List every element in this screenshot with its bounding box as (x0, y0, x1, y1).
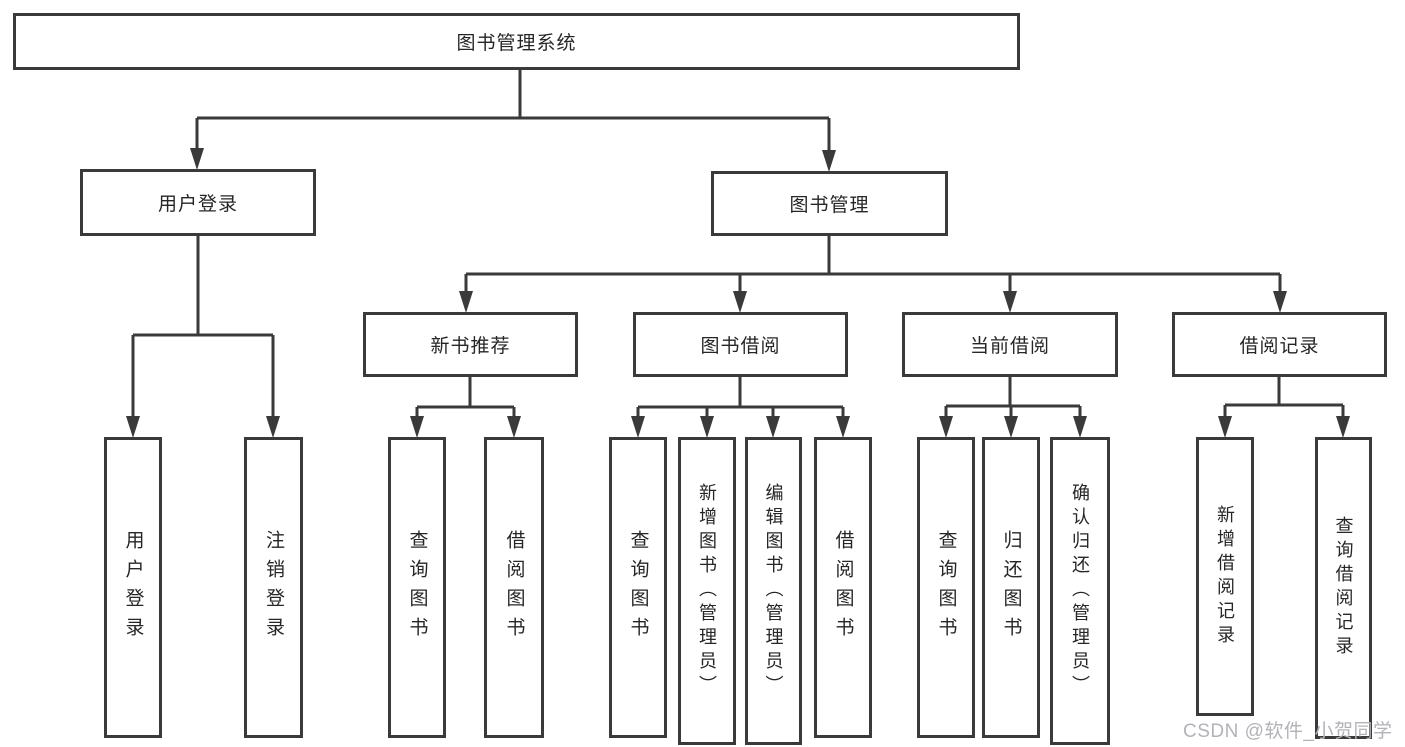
node-book-borrowing-label: 图书借阅 (700, 336, 781, 357)
node-borrow-records: 借阅记录 (1172, 312, 1387, 377)
node-book-management-label: 图书管理 (789, 195, 870, 216)
leaf-edit-book-admin: 编辑图书（管理员） (745, 437, 802, 745)
leaf-recommend-borrow-books: 借阅图书 (484, 437, 544, 738)
leaf-current-query-books: 查询图书 (917, 437, 975, 738)
node-new-book-recommend: 新书推荐 (363, 312, 578, 377)
node-book-management: 图书管理 (711, 171, 948, 236)
csdn-watermark: CSDN @软件_小贺同学 (1183, 721, 1393, 742)
leaf-borrowing-query-books-label: 查询图书 (627, 529, 649, 646)
node-new-book-recommend-label: 新书推荐 (430, 336, 511, 357)
leaf-query-borrow-record-label: 查询借阅记录 (1333, 516, 1354, 660)
leaf-return-books-label: 归还图书 (1000, 529, 1022, 646)
leaf-borrowing-borrow-books: 借阅图书 (814, 437, 872, 738)
leaf-recommend-query-books: 查询图书 (388, 437, 446, 738)
leaf-add-borrow-record: 新增借阅记录 (1196, 437, 1254, 716)
leaf-return-books: 归还图书 (982, 437, 1040, 738)
leaf-borrowing-borrow-books-label: 借阅图书 (832, 529, 854, 646)
leaf-logout: 注销登录 (244, 437, 303, 738)
node-current-borrowing: 当前借阅 (902, 312, 1118, 377)
leaf-add-book-admin: 新增图书（管理员） (678, 437, 736, 745)
node-library-system-label: 图书管理系统 (456, 33, 577, 54)
node-borrow-records-label: 借阅记录 (1239, 336, 1320, 357)
node-user-login-label: 用户登录 (157, 194, 238, 215)
leaf-current-query-books-label: 查询图书 (935, 529, 957, 646)
node-book-borrowing: 图书借阅 (633, 312, 848, 377)
leaf-query-borrow-record: 查询借阅记录 (1315, 437, 1372, 739)
leaf-confirm-return-admin-label: 确认归还（管理员） (1070, 483, 1090, 699)
leaf-borrowing-query-books: 查询图书 (609, 437, 667, 738)
leaf-recommend-borrow-books-label: 借阅图书 (503, 529, 525, 646)
node-library-system: 图书管理系统 (13, 13, 1020, 70)
leaf-user-login-label: 用户登录 (122, 529, 144, 646)
node-user-login: 用户登录 (80, 169, 316, 236)
leaf-logout-label: 注销登录 (263, 529, 284, 646)
node-current-borrowing-label: 当前借阅 (969, 336, 1050, 357)
leaf-user-login: 用户登录 (104, 437, 162, 738)
leaf-add-book-admin-label: 新增图书（管理员） (697, 483, 717, 699)
leaf-add-borrow-record-label: 新增借阅记录 (1215, 504, 1235, 649)
leaf-confirm-return-admin: 确认归还（管理员） (1050, 437, 1110, 745)
leaf-recommend-query-books-label: 查询图书 (406, 529, 428, 646)
leaf-edit-book-admin-label: 编辑图书（管理员） (763, 483, 784, 699)
